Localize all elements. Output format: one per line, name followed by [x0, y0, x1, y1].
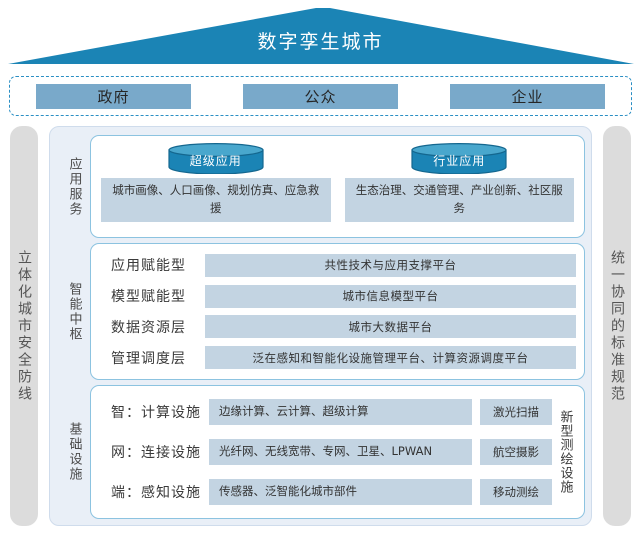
- infrastructure-surveying-cells: 激光扫描 航空摄影 移动测绘: [472, 392, 552, 512]
- layer-intelligent-hub: 智能中枢 应用赋能型 共性技术与应用支撑平台 模型赋能型 城市信息模型平台 数据…: [58, 243, 585, 380]
- cylinder-industry-app-label: 行业应用: [433, 154, 486, 168]
- infra-row-label-sensing: 端：感知设施: [111, 485, 201, 501]
- roof-triangle-icon: [8, 8, 634, 64]
- infrastructure-row: 端：感知设施 传感器、泛智能化城市部件: [97, 479, 472, 505]
- infra-aside-laser-scanning[interactable]: 激光扫描: [480, 399, 552, 425]
- layer-application-body: 超级应用 城市画像、人口画像、规划仿真、应急救援 行业应用 生态治理、交: [90, 135, 585, 238]
- layer-hub-body: 应用赋能型 共性技术与应用支撑平台 模型赋能型 城市信息模型平台 数据资源层 城…: [90, 243, 585, 380]
- infra-row-label-compute: 智：计算设施: [111, 405, 201, 421]
- sidebar-left-label: 立体化城市安全防线: [16, 249, 32, 403]
- infrastructure-surveying-label-column: 新型测绘设施: [552, 392, 578, 512]
- layer-infrastructure: 基础设施 智：计算设施 边缘计算、云计算、超级计算 网：连接设施 光纤网、无线宽…: [58, 385, 585, 519]
- hub-row-label-model-enabling: 模型赋能型: [111, 289, 186, 306]
- hub-row: 模型赋能型 城市信息模型平台: [97, 282, 576, 310]
- infra-aside-mobile-mapping[interactable]: 移动测绘: [480, 479, 552, 505]
- hub-row: 应用赋能型 共性技术与应用支撑平台: [97, 251, 576, 279]
- app-text-super: 城市画像、人口画像、规划仿真、应急救援: [101, 178, 331, 222]
- layer-infrastructure-label: 基础设施: [66, 422, 82, 482]
- hub-bar-management-scheduling[interactable]: 泛在感知和智能化设施管理平台、计算资源调度平台: [205, 346, 576, 370]
- infra-cell-compute[interactable]: 边缘计算、云计算、超级计算: [209, 399, 472, 425]
- user-box-government[interactable]: 政府: [36, 83, 191, 109]
- app-text-industry: 生态治理、交通管理、产业创新、社区服务: [344, 178, 574, 222]
- sidebar-right-label: 统一协同的标准规范: [609, 249, 625, 403]
- cylinder-super-app-label: 超级应用: [189, 154, 242, 168]
- infrastructure-surveying-label: 新型测绘设施: [557, 410, 573, 494]
- hub-row: 数据资源层 城市大数据平台: [97, 313, 576, 341]
- hub-row-label-management-scheduling: 管理调度层: [111, 350, 186, 367]
- hub-row-label-app-enabling: 应用赋能型: [111, 258, 186, 275]
- user-box-public[interactable]: 公众: [243, 83, 398, 109]
- layer-hub-label: 智能中枢: [66, 281, 82, 342]
- app-column-industry: 行业应用 生态治理、交通管理、产业创新、社区服务: [344, 143, 574, 230]
- hub-bar-data-resource[interactable]: 城市大数据平台: [205, 315, 576, 339]
- layer-hub-label-column: 智能中枢: [58, 243, 90, 380]
- user-box-enterprise[interactable]: 企业: [450, 83, 605, 109]
- infra-cell-network[interactable]: 光纤网、无线宽带、专网、卫星、LPWAN: [209, 439, 472, 465]
- layer-infrastructure-body: 智：计算设施 边缘计算、云计算、超级计算 网：连接设施 光纤网、无线宽带、专网、…: [90, 385, 585, 519]
- infrastructure-row: 网：连接设施 光纤网、无线宽带、专网、卫星、LPWAN: [97, 439, 472, 465]
- hub-row-label-data-resource: 数据资源层: [111, 319, 186, 336]
- infrastructure-rows: 智：计算设施 边缘计算、云计算、超级计算 网：连接设施 光纤网、无线宽带、专网、…: [97, 392, 472, 512]
- main-panel: 应用服务 超级应用 城市画像、人口画像、规划仿真、应急救援: [49, 126, 592, 526]
- hub-bar-model-enabling[interactable]: 城市信息模型平台: [205, 284, 576, 308]
- roof-shape: 数字孪生城市: [0, 0, 641, 68]
- layer-infrastructure-label-column: 基础设施: [58, 385, 90, 519]
- sidebar-right-standards: 统一协同的标准规范: [603, 126, 631, 526]
- users-band: 政府 公众 企业: [9, 76, 632, 116]
- infra-row-label-network: 网：连接设施: [111, 445, 201, 461]
- hub-row: 管理调度层 泛在感知和智能化设施管理平台、计算资源调度平台: [97, 344, 576, 372]
- layer-application-label: 应用服务: [66, 156, 82, 217]
- layer-application-services: 应用服务 超级应用 城市画像、人口画像、规划仿真、应急救援: [58, 135, 585, 238]
- infra-aside-aerial-photography[interactable]: 航空摄影: [480, 439, 552, 465]
- infrastructure-row: 智：计算设施 边缘计算、云计算、超级计算: [97, 399, 472, 425]
- cylinder-super-app-icon: 超级应用: [168, 143, 264, 174]
- app-column-super: 超级应用 城市画像、人口画像、规划仿真、应急救援: [101, 143, 331, 230]
- infra-cell-sensing[interactable]: 传感器、泛智能化城市部件: [209, 479, 472, 505]
- cylinder-industry-app-icon: 行业应用: [411, 143, 507, 174]
- layer-application-label-column: 应用服务: [58, 135, 90, 238]
- roof-title: 数字孪生城市: [257, 31, 384, 53]
- sidebar-left-security-line: 立体化城市安全防线: [10, 126, 38, 526]
- hub-bar-app-enabling[interactable]: 共性技术与应用支撑平台: [205, 253, 576, 277]
